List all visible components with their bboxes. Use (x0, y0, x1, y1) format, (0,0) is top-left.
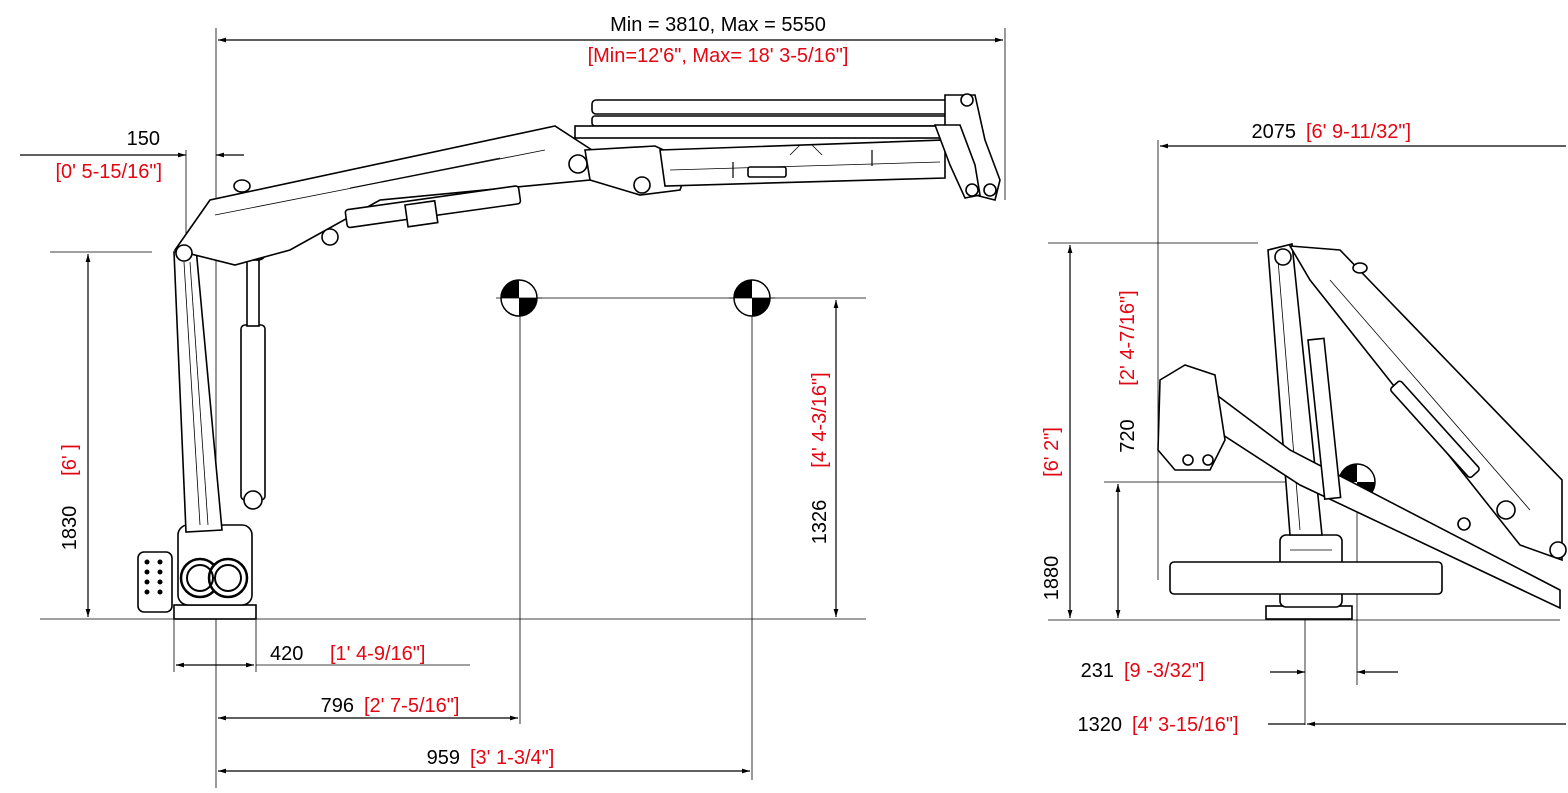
hook-height-imperial-label: [4' 4-3/16"] (809, 372, 831, 467)
extension-cylinder-2 (591, 115, 953, 127)
base-plate (173, 604, 257, 620)
hook-height-metric-label: 1326 (809, 500, 831, 545)
folded-main-cylinder (1307, 337, 1342, 501)
main-cylinder-rod (246, 259, 260, 327)
offset-metric-label: 150 (127, 128, 160, 150)
cog-2-metric-label: 959 (427, 747, 460, 769)
cog-marker-1 (496, 279, 542, 317)
folded-stabilizer (1169, 561, 1443, 595)
folded-depth-metric-label: 1320 (1078, 714, 1123, 736)
outer-boom (659, 139, 946, 187)
folded-width-metric-label: 2075 (1252, 121, 1297, 143)
extension-cylinder-1 (591, 99, 953, 115)
height-imperial-label: [6' ] (59, 444, 81, 476)
folded-cog-height-metric-label: 720 (1117, 419, 1139, 452)
inner-boom (173, 125, 596, 266)
cog-marker-2 (729, 279, 775, 317)
folded-width-imperial-label: [6' 9-11/32"] (1306, 121, 1411, 143)
folded-height-imperial-label: [6' 2"] (1041, 427, 1063, 477)
reach-imperial-label: [Min=12'6", Max= 18' 3-5/16"] (588, 45, 849, 67)
folded-height-metric-label: 1880 (1041, 556, 1063, 601)
crane-folded-drawing (1157, 243, 1567, 620)
extension-boom-top (574, 125, 956, 139)
crane-side-drawing (137, 93, 1001, 620)
base-width-metric-label: 420 (270, 643, 303, 665)
folded-base-plate (1265, 605, 1353, 620)
folded-view: 2075 [6' 9-11/32"] 1880 [6' 2"] 720 [2' … (1041, 121, 1567, 736)
folded-tip-linkage (1157, 364, 1226, 471)
folded-cog-height-imperial-label: [2' 4-7/16"] (1117, 290, 1139, 385)
cog-1-imperial-label: [2' 7-5/16"] (364, 695, 459, 717)
height-metric-label: 1830 (59, 506, 81, 551)
control-valve (137, 551, 173, 613)
cog-2-imperial-label: [3' 1-3/4"] (470, 747, 554, 769)
main-cylinder (240, 324, 266, 501)
base-width-imperial-label: [1' 4-9/16"] (330, 643, 425, 665)
folded-depth-imperial-label: [4' 3-15/16"] (1132, 714, 1239, 736)
cog-1-metric-label: 796 (321, 695, 354, 717)
folded-offset-metric-label: 231 (1081, 660, 1114, 682)
folded-offset-imperial-label: [9 -3/32"] (1124, 660, 1204, 682)
folded-cylinder (1390, 380, 1480, 479)
folded-inner-boom (1288, 245, 1563, 562)
reach-metric-label: Min = 3810, Max = 5550 (610, 14, 826, 36)
offset-imperial-label: [0' 5-15/16"] (55, 161, 162, 183)
side-view: Min = 3810, Max = 5550 [Min=12'6", Max= … (20, 14, 1006, 788)
